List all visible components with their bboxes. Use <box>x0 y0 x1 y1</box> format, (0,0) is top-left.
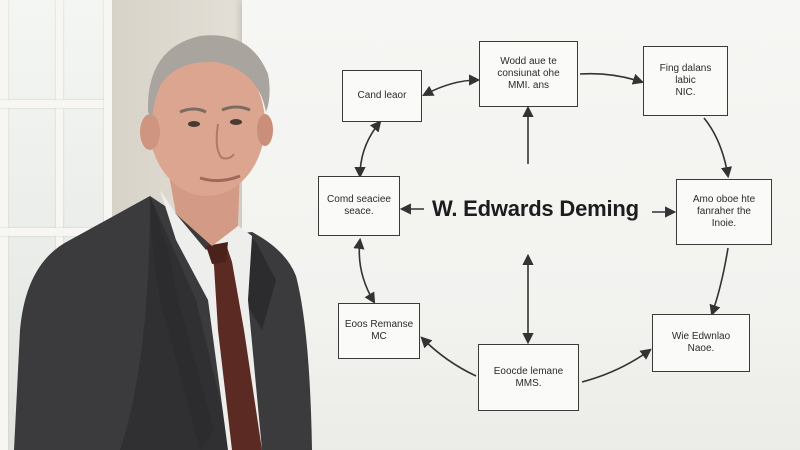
arrow-lb-lm <box>353 237 376 304</box>
arrow-lm-lt <box>354 120 382 179</box>
diagram-node-left-bottom: Eoos Remanse MC <box>338 303 420 359</box>
diagram-node-left-top: Cand leaor <box>342 70 422 122</box>
diagram-node-bottom-center: Eoocde lemane MMS. <box>478 344 579 411</box>
arrow-rm-rb <box>709 247 729 317</box>
arrow-lt-tc <box>422 74 481 97</box>
diagram-node-left-middle: Comd seaciee seace. <box>318 176 400 236</box>
diagram-center-title: W. Edwards Deming <box>432 196 639 221</box>
diagram-node-right-middle: Amo oboe hte fanraher the Inoie. <box>676 179 772 245</box>
arrow-rb-bc <box>581 348 652 383</box>
arrow-tr-rm <box>703 117 733 179</box>
diagram-node-right-bottom: Wie Edwnlao Naoe. <box>652 314 750 372</box>
arrow-bc-lb <box>420 336 477 377</box>
diagram-node-top-center: Wodd aue te consiunat ohe MMI. ans <box>479 41 578 107</box>
diagram-node-top-right: Fing dalans labic NIC. <box>643 46 728 116</box>
arrow-tc-tr <box>579 72 645 85</box>
